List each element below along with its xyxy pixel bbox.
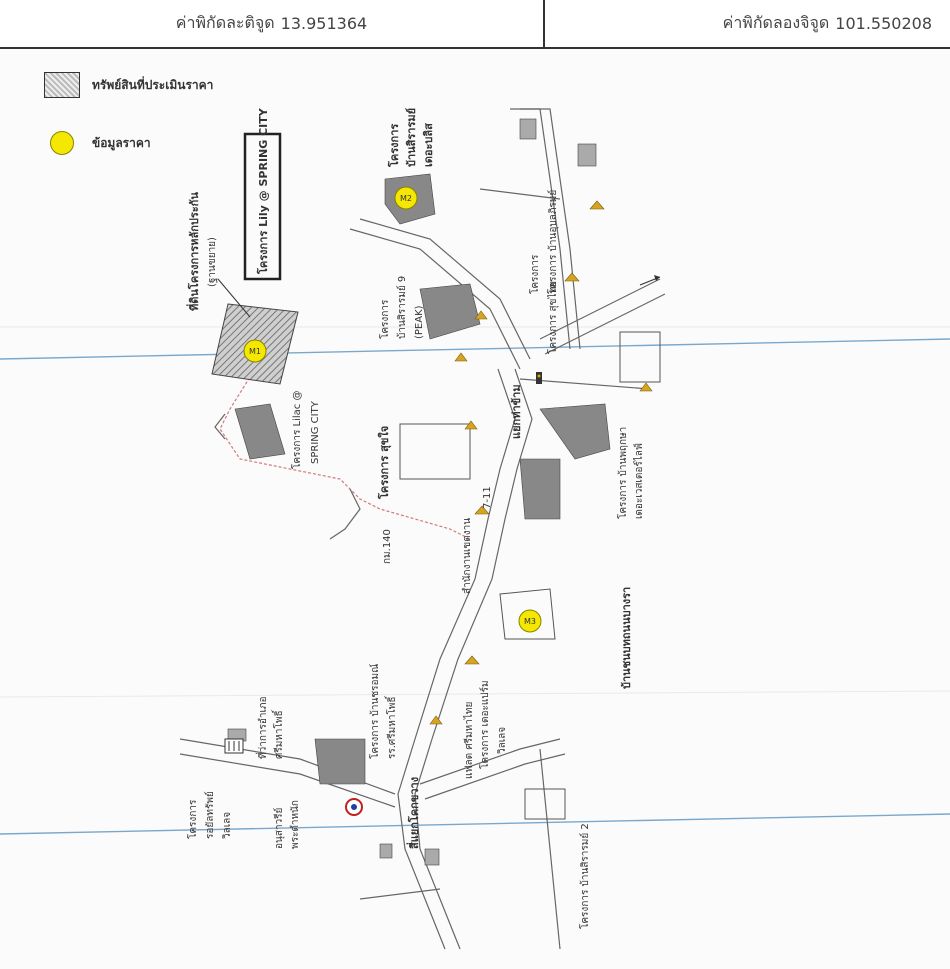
longitude-label: ค่าพิกัดลองจิจูด bbox=[722, 13, 830, 32]
price-marker-m3: M3 bbox=[518, 609, 542, 633]
label-baan-sirarom-sub: เดอะบลิส bbox=[422, 123, 435, 167]
longitude-value: 101.550208 bbox=[835, 14, 932, 33]
label-suksan: โครงการ สุขใจ bbox=[377, 426, 392, 500]
label-the-pagoda-sub: วิลเลจ bbox=[497, 727, 508, 755]
m3-label: M3 bbox=[524, 617, 536, 626]
legend-subject-label: ทรัพย์สินที่ประเมินราคา bbox=[92, 77, 214, 92]
label-royal-village-sub: วิลเลจ bbox=[222, 812, 233, 840]
label-baan-ubon: โครงการ บ้านอุบลภิรมย์ bbox=[546, 190, 559, 294]
hatch-swatch-icon bbox=[44, 72, 80, 98]
coordinate-header: ค่าพิกัดละติจูด 13.951364 ค่าพิกัดลองจิจ… bbox=[0, 0, 950, 49]
label-bansiri2: โครงการ บ้านสิรารมย์ 2 bbox=[578, 823, 591, 929]
landmark-markers bbox=[429, 200, 653, 725]
label-baan-sirarom9-name: บ้านสิรารมย์ 9 bbox=[396, 276, 408, 339]
latitude-label: ค่าพิกัดละติจูด bbox=[175, 13, 275, 32]
label-baan-prueksa: โครงการ บ้านพฤกษา bbox=[616, 427, 629, 519]
label-tambon-mahapho: ที่ว่าการอำเภอ bbox=[255, 697, 269, 760]
label-monument-sub: พระตำหนัก bbox=[290, 800, 301, 849]
m1-label: M1 bbox=[249, 347, 261, 356]
loop-road bbox=[214, 413, 361, 540]
label-sukhothai: โครงการ สุขไทย bbox=[546, 281, 559, 354]
label-bansiri: โครงการ บ้านชรอมณ์ bbox=[368, 664, 381, 759]
label-baan-prueksa-sub: เดอะเวสเตอร์ไลฟ์ bbox=[633, 443, 645, 519]
price-marker-m1: M1 bbox=[243, 339, 267, 363]
legend-subject-property: ทรัพย์สินที่ประเมินราคา bbox=[44, 70, 304, 100]
label-royal-village: โครงการ bbox=[186, 799, 199, 839]
label-lilac-sub: SPRING CITY bbox=[310, 400, 321, 464]
label-sri-mahatai: แฟลต ศรีมหาไทย bbox=[463, 702, 475, 779]
bank-icon bbox=[224, 738, 244, 754]
label-baan-chonnabot: บ้านชนบทถนนบางรา bbox=[620, 587, 633, 689]
main-road bbox=[397, 368, 533, 950]
label-seven-eleven: 7-11 bbox=[482, 486, 493, 509]
label-the-pagoda: โครงการ เดอะแปร์ม bbox=[478, 680, 491, 769]
pink-boundary bbox=[219, 368, 471, 540]
lower-roads bbox=[179, 738, 566, 950]
label-baan-pathumthani: โครงการ bbox=[528, 254, 541, 294]
legend-price-label: ข้อมูลราคา bbox=[92, 135, 151, 150]
label-monument: อนุสาวรีย์ bbox=[273, 808, 285, 849]
yellow-dot-icon bbox=[50, 131, 74, 155]
label-yaek-thakham: แยกท่าข้าม bbox=[510, 384, 523, 439]
latitude-value: 13.951364 bbox=[280, 14, 368, 33]
scan-grid-lines bbox=[0, 326, 950, 835]
label-baan-sirarom-name: บ้านสิรารมย์ bbox=[405, 108, 418, 167]
label-yaek-khokwang: สี่แยกโคกขวาง bbox=[406, 777, 421, 849]
label-tambon-mahapho-sub: ศรีมหาโพธิ์ bbox=[271, 709, 285, 759]
label-km-post: กม.140 bbox=[382, 529, 393, 564]
label-sri-chomphu: รร.ศรีมหาโพธิ์ bbox=[384, 695, 398, 759]
legend-price-data: ข้อมูลราคา bbox=[44, 128, 304, 158]
label-baan-sirarom9-sub: (PEAK) bbox=[414, 305, 425, 339]
project-outlines bbox=[399, 331, 661, 820]
direction-arrow-icon bbox=[639, 275, 661, 286]
label-tambon-office: สำนักงานเขตงาน bbox=[462, 518, 473, 594]
building-icons bbox=[227, 118, 597, 866]
subject-pointer-line bbox=[217, 278, 251, 318]
ptt-station-icon bbox=[345, 798, 363, 816]
lily-label-frame bbox=[243, 132, 282, 281]
map-legend: ทรัพย์สินที่ประเมินราคา ข้อมูลราคา bbox=[44, 70, 304, 158]
label-baan-sirarom9: โครงการ bbox=[378, 299, 391, 339]
longitude-cell: ค่าพิกัดลองจิจูด 101.550208 bbox=[545, 0, 950, 47]
label-subject-land: ที่ดินโครงการหลักประกัน bbox=[186, 192, 201, 311]
m2-label: M2 bbox=[400, 194, 412, 203]
label-lily: โครงการ Lily @ SPRING CITY bbox=[256, 107, 270, 275]
label-subject-land-sub: (ฐานขยาย) bbox=[207, 237, 218, 287]
price-marker-m2: M2 bbox=[394, 186, 418, 210]
traffic-light-icon bbox=[536, 372, 542, 384]
label-lilac: โครงการ Lilac @ bbox=[290, 391, 303, 469]
label-baan-sirarom: โครงการ bbox=[387, 124, 401, 168]
location-map: M2 M1 M3 โครงการ Lily @ SPRING CITY ที่ด… bbox=[0, 107, 950, 950]
latitude-cell: ค่าพิกัดละติจูด 13.951364 bbox=[0, 0, 545, 47]
label-royal-village-name: รอยัลทรัพย์ bbox=[204, 791, 216, 839]
